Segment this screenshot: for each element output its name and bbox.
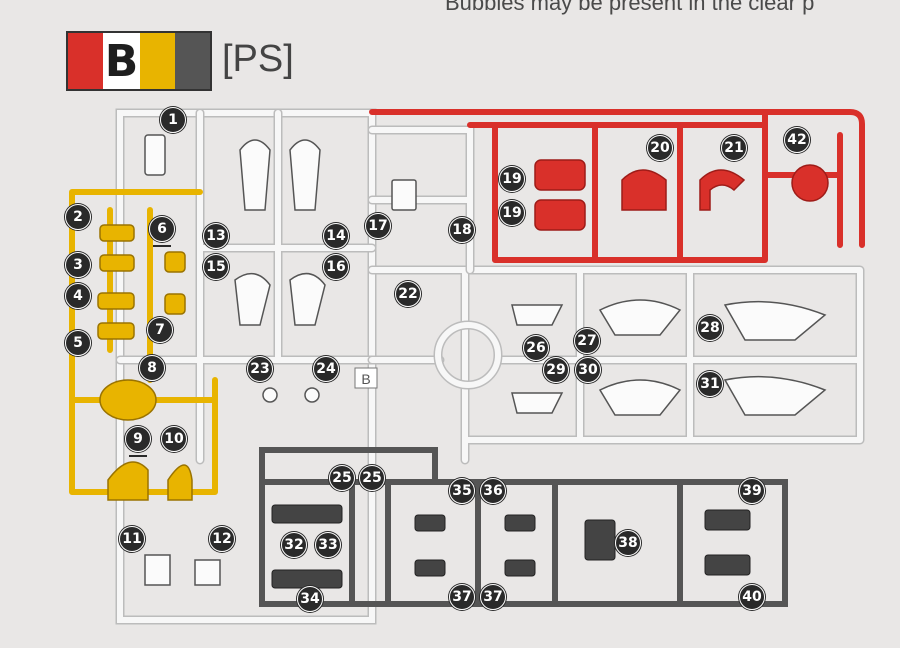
- runner-letter: B: [103, 33, 140, 89]
- part-number-6: 6: [149, 216, 175, 247]
- part-number-7: 7: [147, 317, 173, 343]
- white-parts: [144, 134, 827, 586]
- part-number-22: 22: [395, 281, 421, 307]
- runner-mark: B: [354, 367, 378, 389]
- part-number-11: 11: [119, 526, 145, 552]
- part-number-23: 23: [247, 356, 273, 382]
- part-number-40: 40: [739, 584, 765, 610]
- part-number-14: 14: [323, 223, 349, 249]
- part-number-3: 3: [65, 252, 91, 278]
- color-swatch-red: [68, 33, 104, 89]
- part-number-16: 16: [323, 254, 349, 280]
- part-number-26: 26: [523, 335, 549, 361]
- runner-color-badge: B: [66, 31, 212, 91]
- material-label: [PS]: [222, 38, 294, 80]
- part-number-34: 34: [297, 586, 323, 612]
- part-number-15: 15: [203, 254, 229, 280]
- dark-parts: [271, 504, 751, 589]
- part-number-9: 9: [125, 426, 151, 457]
- part-number-13: 13: [203, 223, 229, 249]
- part-number-21: 21: [721, 135, 747, 161]
- runner-mark-text: B: [361, 371, 370, 387]
- part-number-4: 4: [65, 283, 91, 309]
- part-number-18: 18: [449, 217, 475, 243]
- part-number-28: 28: [697, 315, 723, 341]
- white-runner: [115, 108, 865, 625]
- part-number-19: 19: [499, 166, 525, 192]
- part-number-27: 27: [574, 328, 600, 354]
- part-number-37: 37: [449, 584, 475, 610]
- part-number-30: 30: [575, 357, 601, 383]
- part-number-29: 29: [543, 357, 569, 383]
- part-number-33: 33: [315, 532, 341, 558]
- part-number-39: 39: [739, 478, 765, 504]
- dark-runner: [259, 447, 788, 607]
- part-number-32: 32: [281, 532, 307, 558]
- part-number-19: 19: [499, 200, 525, 226]
- part-number-20: 20: [647, 135, 673, 161]
- color-swatch-yellow: [139, 33, 175, 89]
- part-number-25: 25: [359, 465, 385, 491]
- part-number-42: 42: [784, 127, 810, 153]
- part-number-37: 37: [480, 584, 506, 610]
- part-number-38: 38: [615, 530, 641, 556]
- part-number-24: 24: [313, 356, 339, 382]
- part-number-8: 8: [139, 355, 165, 381]
- part-number-17: 17: [365, 213, 391, 239]
- red-parts: [534, 159, 829, 231]
- part-number-35: 35: [449, 478, 475, 504]
- part-number-12: 12: [209, 526, 235, 552]
- color-swatch-gray: [174, 33, 210, 89]
- part-number-10: 10: [161, 426, 187, 452]
- yellow-parts: [97, 224, 193, 501]
- part-number-2: 2: [65, 204, 91, 230]
- caption-text: Bubbles may be present in the clear p: [445, 0, 815, 15]
- part-number-36: 36: [480, 478, 506, 504]
- part-number-31: 31: [697, 371, 723, 397]
- red-runner: [369, 109, 865, 263]
- part-number-1: 1: [160, 107, 186, 133]
- part-number-25: 25: [329, 465, 355, 491]
- part-number-5: 5: [65, 330, 91, 356]
